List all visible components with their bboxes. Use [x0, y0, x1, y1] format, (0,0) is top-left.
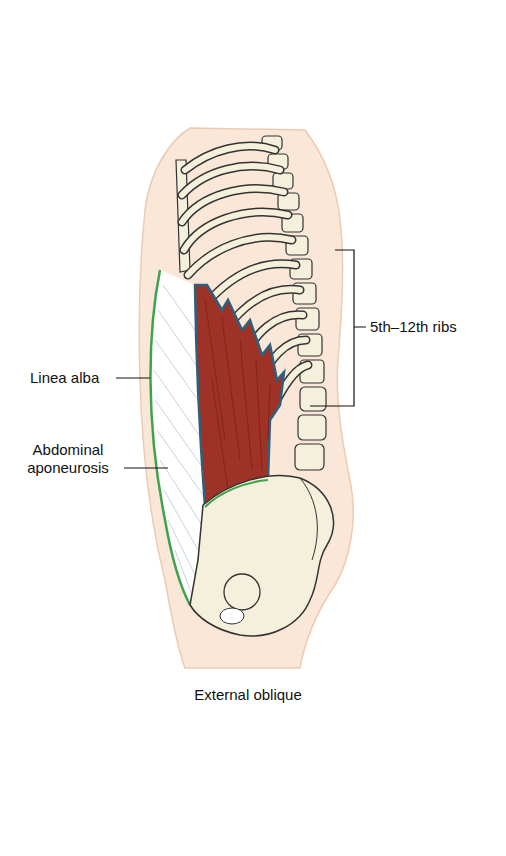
figure-caption: External oblique	[103, 686, 393, 704]
linea-alba	[150, 270, 190, 605]
body-outline	[139, 128, 353, 668]
bracket	[310, 250, 366, 406]
sacrum	[300, 478, 317, 560]
acetabulum	[224, 574, 260, 610]
leader-line	[116, 378, 150, 379]
part-label: 5th–12th ribs	[370, 318, 500, 336]
pelvis	[190, 476, 333, 636]
part-label: Abdominal aponeurosis	[12, 441, 124, 477]
part-label: Linea alba	[30, 369, 116, 387]
iliac-crest-border	[205, 480, 268, 507]
muscle-fibers	[205, 300, 270, 490]
external-oblique-muscle	[195, 285, 284, 507]
leader-line	[124, 468, 168, 469]
obturator-foramen	[220, 608, 244, 624]
